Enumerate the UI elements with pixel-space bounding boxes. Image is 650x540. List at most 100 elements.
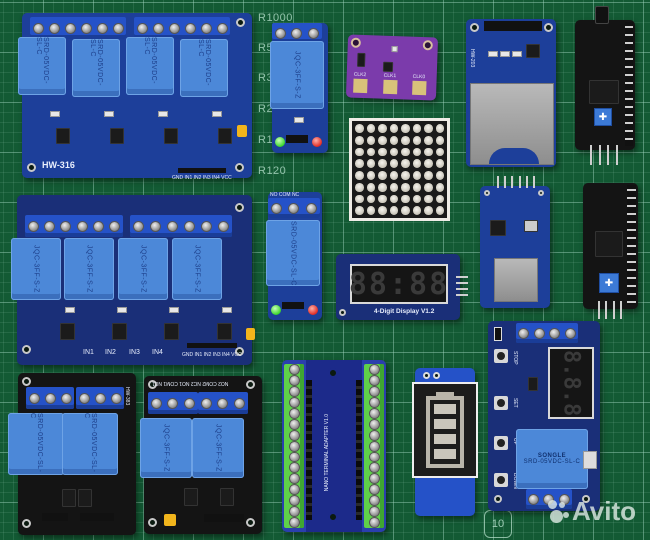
power-led bbox=[275, 137, 285, 147]
header-pin-labels: GND IN1 IN2 IN3 IN4 VCC bbox=[172, 175, 232, 181]
resistor bbox=[500, 51, 510, 57]
songle-relay: SONGLE SRD-05VDC-SL-C bbox=[516, 429, 588, 489]
resistor bbox=[512, 51, 522, 57]
screw-terminal bbox=[25, 215, 123, 237]
relay-module-1ch-top: JQC-3FF-S-Z bbox=[270, 23, 328, 153]
button-set[interactable] bbox=[494, 396, 508, 410]
mount-hole bbox=[484, 190, 490, 196]
regulator-chip bbox=[357, 52, 366, 68]
clk0-label: CLK0 bbox=[412, 73, 426, 81]
screw-terminal bbox=[26, 387, 74, 409]
solder-pad bbox=[433, 372, 440, 379]
relay-module-1ch-mid: NO COM NC SRD-05VDC-SL-C bbox=[266, 192, 322, 320]
mount-hole bbox=[235, 203, 244, 212]
clk0-connector[interactable] bbox=[412, 80, 427, 96]
pin-header[interactable] bbox=[286, 135, 308, 143]
relay: SRD-05VDC-SL-C bbox=[8, 413, 64, 475]
contrast-potentiometer[interactable]: ✚ bbox=[599, 273, 619, 293]
channel-label: IN4 bbox=[152, 349, 163, 356]
nano-socket-right[interactable] bbox=[356, 380, 362, 520]
mount-hole bbox=[27, 163, 36, 172]
microsd-slot[interactable] bbox=[494, 258, 538, 302]
relay-module-4ch-tongling: JQC-3FF-S-Z JQC-3FF-S-Z JQC-3FF-S-Z JQC-… bbox=[11, 195, 255, 365]
pin-header[interactable] bbox=[204, 514, 244, 522]
clk1-connector[interactable] bbox=[383, 79, 398, 95]
mat-label-r5: R5 bbox=[258, 42, 274, 54]
resistor bbox=[488, 51, 498, 57]
jdvcc-jumper[interactable] bbox=[246, 328, 255, 340]
screw-terminal-right bbox=[364, 364, 384, 529]
pin-header[interactable] bbox=[494, 327, 502, 341]
mount-hole bbox=[538, 190, 544, 196]
regulator-chip bbox=[524, 220, 538, 232]
contrast-potentiometer[interactable]: ✚ bbox=[594, 108, 612, 126]
relay: JQC-3FF-S-Z bbox=[11, 238, 61, 300]
pin-header[interactable] bbox=[282, 302, 304, 309]
button-down[interactable] bbox=[494, 473, 508, 487]
up-label: UP bbox=[512, 438, 518, 445]
backlight-jumper[interactable] bbox=[595, 6, 609, 24]
jdvcc-jumper[interactable] bbox=[164, 514, 176, 526]
display-pins[interactable] bbox=[456, 276, 468, 298]
battery-level-indicator bbox=[412, 368, 478, 516]
screw-terminal bbox=[76, 387, 124, 409]
solder-pad bbox=[423, 372, 430, 379]
battery-bar bbox=[434, 419, 456, 429]
power-terminal bbox=[516, 323, 578, 343]
status-led bbox=[308, 305, 318, 315]
avito-watermark: Avito bbox=[572, 496, 637, 526]
diode bbox=[65, 307, 75, 313]
jumper-header[interactable] bbox=[42, 513, 68, 521]
pin-header[interactable] bbox=[494, 176, 538, 188]
clk2-connector[interactable] bbox=[353, 78, 368, 94]
screw-terminal bbox=[134, 17, 230, 39]
mat-label-r3: R3 bbox=[258, 72, 274, 84]
battery-cap bbox=[436, 392, 454, 397]
pin-header[interactable] bbox=[178, 168, 226, 173]
clock-generator-module: CLK2 CLK1 CLK0 bbox=[345, 34, 439, 101]
mat-label-r1: R1 bbox=[258, 134, 274, 146]
pin-header[interactable] bbox=[80, 513, 114, 521]
i2c-pins[interactable] bbox=[595, 301, 625, 319]
pcf8574-chip bbox=[595, 231, 623, 257]
microsd-card-module bbox=[480, 176, 550, 308]
relay: SRD-05VDC-SL-C bbox=[18, 37, 66, 95]
button-stop[interactable] bbox=[494, 349, 508, 363]
header-pin-labels: GND IN1 IN2 IN3 IN4 VCC bbox=[182, 352, 242, 358]
micro-usb-port[interactable] bbox=[583, 451, 597, 469]
power-led bbox=[271, 305, 281, 315]
pin-header[interactable] bbox=[484, 21, 542, 31]
display-label: 4-Digit Display V1.2 bbox=[374, 308, 435, 315]
optocoupler bbox=[78, 489, 92, 507]
optocoupler bbox=[184, 488, 198, 506]
relay: JQC-3FF-S-Z bbox=[270, 41, 324, 109]
mount-hole bbox=[22, 345, 31, 354]
clk2-label: CLK2 bbox=[353, 71, 367, 79]
regulator-chip bbox=[526, 44, 540, 58]
mat-label-r120: R120 bbox=[258, 165, 287, 177]
mat-label-r1000: R1000 bbox=[258, 12, 293, 24]
channel-label: IN3 bbox=[129, 349, 140, 356]
i2c-pins[interactable] bbox=[587, 145, 621, 165]
four-digit-display-module: 88:88 4-Digit Display V1.2 bbox=[336, 254, 468, 320]
clk1-label: CLK1 bbox=[383, 72, 397, 80]
mount-hole bbox=[544, 23, 553, 32]
relay: SRD-05VDC-SL-C bbox=[126, 37, 174, 95]
sd-card-slot[interactable] bbox=[470, 83, 554, 165]
relay: JQC-3FF-S-Z bbox=[172, 238, 222, 300]
screw-terminal bbox=[268, 198, 320, 218]
lcd-pin-row[interactable] bbox=[625, 22, 633, 146]
screw-terminal bbox=[130, 215, 232, 237]
nano-socket-left[interactable] bbox=[306, 380, 312, 520]
button-up[interactable] bbox=[494, 436, 508, 450]
battery-bar bbox=[434, 404, 456, 414]
relay: SRD-05VDC-SL-C bbox=[62, 413, 118, 475]
pin-header[interactable] bbox=[187, 343, 237, 348]
channel-label: IN1 bbox=[83, 349, 94, 356]
clock-chip bbox=[382, 61, 394, 73]
diode bbox=[50, 111, 60, 117]
lcd-pin-row[interactable] bbox=[627, 185, 636, 305]
battery-bar bbox=[434, 434, 456, 444]
terminal-labels: NO COM NC bbox=[270, 192, 300, 198]
vcc-jumper[interactable] bbox=[237, 125, 247, 137]
